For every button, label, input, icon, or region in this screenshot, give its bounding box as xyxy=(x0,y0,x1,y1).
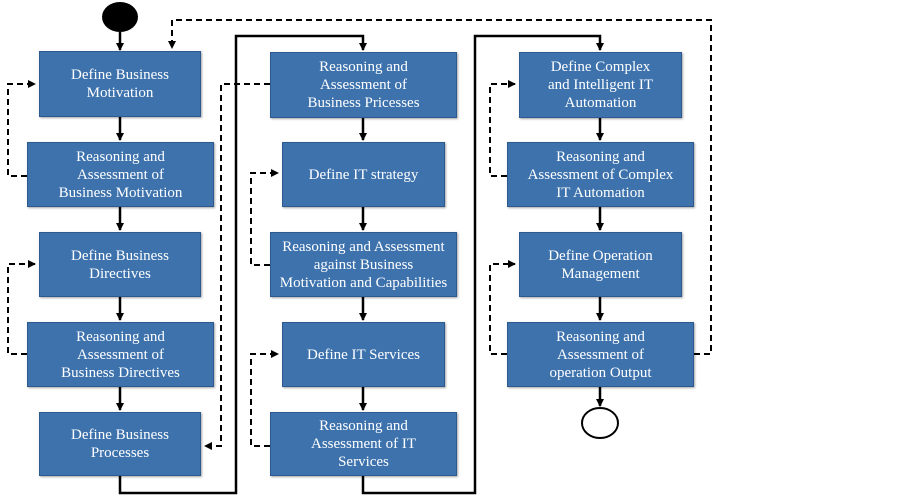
feedback-arrow xyxy=(250,350,279,447)
assess-it-automation-box: Reasoning and Assessment of Complex IT A… xyxy=(507,142,694,207)
assess-business-motivation-box: Reasoning and Assessment of Business Mot… xyxy=(27,142,214,207)
define-operation-management-box: Define Operation Management xyxy=(519,232,682,297)
feedback-arrow xyxy=(7,80,36,177)
assess-operation-output-box: Reasoning and Assessment of operation Ou… xyxy=(507,322,694,387)
define-business-motivation-box: Define Business Motivation xyxy=(39,51,201,117)
assess-it-services-box: Reasoning and Assessment of IT Services xyxy=(270,412,457,476)
column-connector xyxy=(361,34,604,495)
define-it-services-box: Define IT Services xyxy=(282,322,445,387)
feedback-arrow xyxy=(7,260,36,355)
assess-business-directives-box: Reasoning and Assessment of Business Dir… xyxy=(27,322,214,387)
column-connector xyxy=(118,34,367,495)
feedback-arrow xyxy=(168,19,712,355)
define-it-automation-box: Define Complex and Intelligent IT Automa… xyxy=(519,52,682,118)
feedback-arrow xyxy=(489,80,516,177)
feedback-arrow xyxy=(489,260,516,355)
define-it-strategy-box: Define IT strategy xyxy=(282,142,445,207)
assess-against-motivation-box: Reasoning and Assessment against Busines… xyxy=(270,232,457,297)
start-node xyxy=(102,2,138,32)
end-node xyxy=(581,407,619,439)
define-business-processes-box: Define Business Processes xyxy=(39,412,201,476)
define-business-directives-box: Define Business Directives xyxy=(39,232,201,297)
feedback-arrow xyxy=(250,169,279,266)
feedback-arrow xyxy=(204,83,270,450)
assess-business-processes-box: Reasoning and Assessment of Business Pri… xyxy=(270,52,457,118)
